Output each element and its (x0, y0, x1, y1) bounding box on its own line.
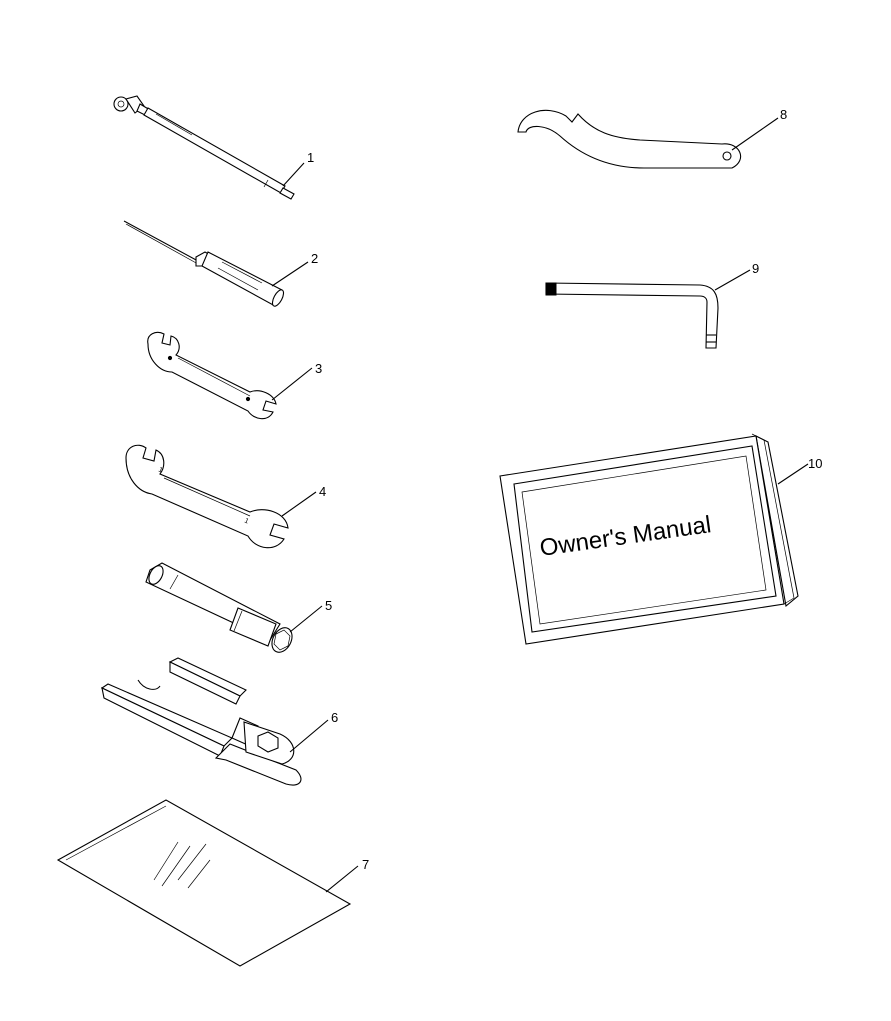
callout-8: 8 (780, 107, 787, 122)
callout-1: 1 (307, 150, 314, 165)
callout-3: 3 (315, 361, 322, 376)
tire-pressure-gauge (113, 95, 295, 200)
leader-line-9 (714, 269, 751, 291)
leader-line-6 (289, 719, 329, 753)
large-open-end-wrench: 1 1 (125, 444, 289, 549)
spanner-wrench (517, 109, 742, 169)
small-open-end-wrench (147, 331, 277, 420)
callout-4: 4 (319, 484, 326, 499)
svg-text:1: 1 (157, 466, 164, 474)
leader-line-5 (289, 605, 323, 633)
leader-line-8 (731, 117, 779, 151)
tool-bag (56, 799, 352, 967)
callout-5: 5 (325, 598, 332, 613)
callout-7: 7 (362, 857, 369, 872)
leader-line-4 (281, 491, 317, 517)
screwdriver (123, 220, 285, 307)
leader-line-10 (777, 463, 809, 485)
svg-text:1: 1 (243, 517, 250, 525)
callout-10: 10 (808, 456, 822, 471)
leader-line-3 (271, 367, 313, 401)
owners-manual: Owner's Manual (499, 433, 799, 645)
callout-9: 9 (752, 261, 759, 276)
callout-2: 2 (311, 251, 318, 266)
leader-line-7 (325, 865, 359, 893)
callout-6: 6 (331, 710, 338, 725)
spark-plug-socket (145, 562, 293, 653)
spring-adjuster-tool (100, 657, 302, 786)
leader-line-2 (271, 261, 309, 287)
leader-line-1 (282, 162, 305, 187)
allen-wrench (545, 282, 719, 349)
